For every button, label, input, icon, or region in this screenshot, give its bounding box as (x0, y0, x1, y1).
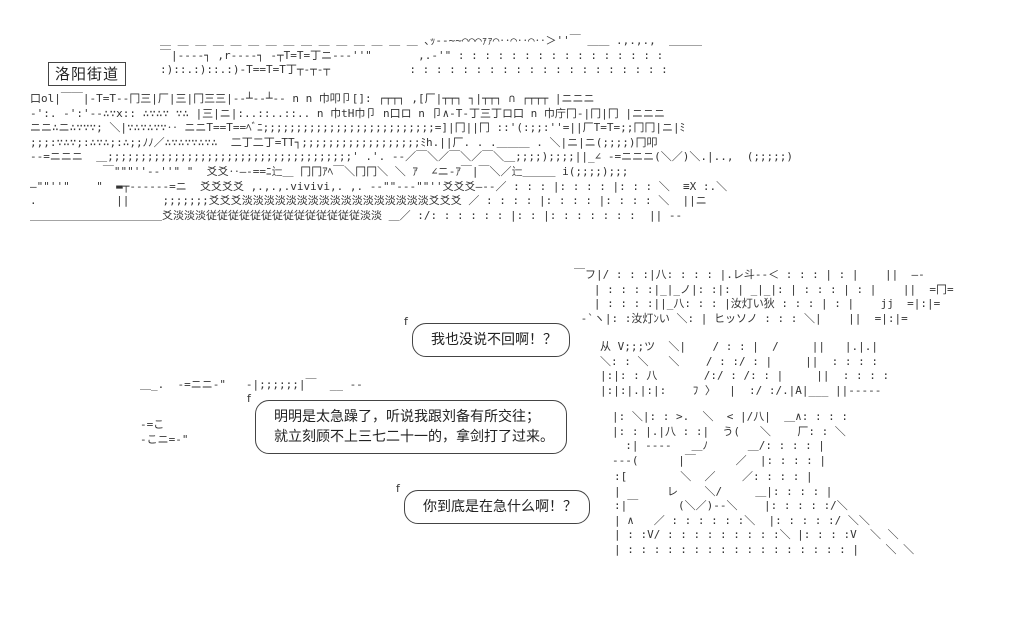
ascii-art-character-middle: 从 V;;;ツ ＼| / : : | / || |.|.| ＼: : ＼ ＼ /… (600, 340, 890, 397)
speech-bubble-1: f 我也没说不回啊！？ (404, 316, 570, 357)
speech-line: 我也没说不回啊！？ (431, 332, 557, 348)
ascii-art-character-legs: :[ ＼ ／ ／: : : : | | レ ＼/ ＿|: : : : | :|￣… (614, 470, 915, 556)
ascii-art-left-marks: ‐=こ -こニ=‐" (140, 418, 189, 446)
ascii-art-character-upper: ￣フ|/ : : :|八: : : : |.レ斗‐‐＜ : : : | : | … (574, 268, 954, 325)
speech-line: 你到底是在急什么啊！？ (423, 499, 577, 515)
speech-bubble-3: f 你到底是在急什么啊！？ (396, 483, 590, 524)
speech-line: 明明是太急躁了，听说我跟刘备有所交往； (274, 409, 540, 425)
speech-line: 就立刻顾不上三七二十一的，拿剑打了过来。 (274, 429, 554, 445)
speech-bubble-2: f 明明是太急躁了，听说我跟刘备有所交往； 就立刻顾不上三七二十一的，拿剑打了过… (247, 393, 567, 454)
location-label-text: 洛阳街道 (55, 65, 120, 83)
ascii-art-left-strokes: ＿_. -=ニニ‐" -|;;;;;;|￣ __ ‐‐ (140, 378, 363, 391)
ascii-art-character-lower: |: ＼|: : >. ＼ < |/八| ＿∧: : : : |: : |.|八… (612, 410, 849, 467)
bubble-tail-icon: f (247, 392, 251, 405)
ascii-art-skyline: ＿ ＿ ＿ ＿ ＿ ＿ ＿ ＿ ＿ ＿ ＿ ＿ ＿ ＿ ＿ ､ｯ-‐~~⌒⌒⌒ｧ… (160, 34, 703, 77)
location-label: 洛阳街道 (48, 62, 127, 86)
ascii-art-town: 口ol|￣￣|-T=T--冂三|厂|三|冂三三|--┴--┴-- n n 巾叩卩… (30, 92, 794, 222)
bubble-tail-icon: f (396, 482, 400, 495)
bubble-tail-icon: f (404, 315, 408, 328)
